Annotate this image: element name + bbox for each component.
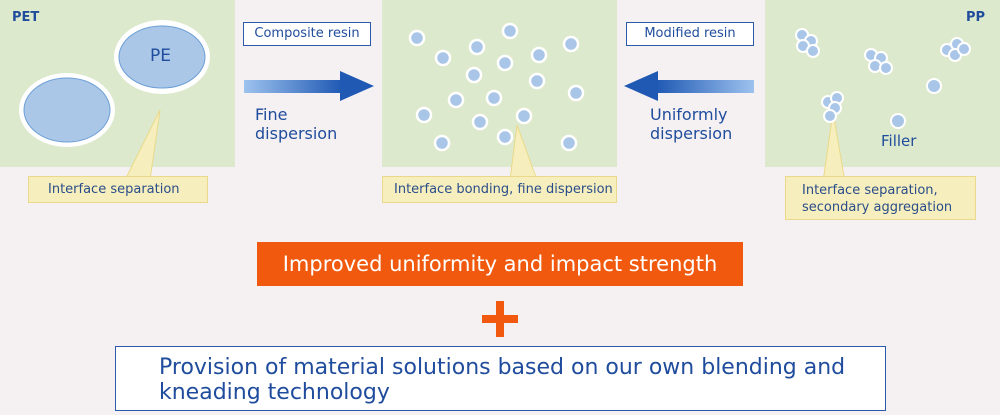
pet-callout-pointer (124, 109, 161, 181)
uniform-dispersion-line2: dispersion (650, 124, 733, 143)
filler-particle (879, 61, 893, 75)
composite-resin-box: Composite resin (243, 22, 371, 46)
particle (468, 38, 486, 56)
particle (515, 107, 533, 125)
filler-particle (868, 59, 882, 73)
blend-callout-pointer (509, 124, 538, 181)
uniform-dispersion-text: Uniformly dispersion (650, 105, 732, 143)
particle (560, 134, 578, 152)
pp-caption-line1: Interface separation, (802, 183, 938, 198)
pp-caption-line2: secondary aggregation (802, 200, 953, 215)
particle (471, 113, 489, 131)
filler-particle (890, 113, 906, 129)
fine-dispersion-text: Fine dispersion (255, 105, 337, 143)
particle (528, 72, 546, 90)
blend-caption-text: Interface bonding, fine dispersion (394, 182, 613, 197)
particle (496, 128, 514, 146)
modified-resin-box: Modified resin (626, 22, 754, 46)
particle (501, 22, 519, 40)
blend-caption: Interface bonding, fine dispersion (382, 176, 617, 203)
particle (530, 46, 548, 64)
filler-particle (823, 109, 837, 123)
pe-bubble-label: PE (150, 46, 171, 66)
fine-dispersion-graphic (408, 22, 585, 181)
particle (433, 134, 451, 152)
particle (485, 89, 503, 107)
pp-panel-tag: PP (966, 10, 986, 25)
plus-icon (482, 301, 518, 337)
particle (408, 29, 426, 47)
filler-particle (957, 42, 971, 56)
pp-callout-pointer (822, 111, 846, 183)
composite-resin-label: Composite resin (254, 26, 360, 41)
filler-aggregation-graphic (795, 28, 971, 183)
filler-particle (926, 78, 942, 94)
pp-panel (765, 0, 1000, 167)
particle (434, 49, 452, 67)
improvement-banner-text: Improved uniformity and impact strength (282, 252, 718, 276)
pet-phase-graphic (19, 20, 210, 181)
pet-panel-tag: PET (12, 10, 40, 25)
fine-dispersion-line2: dispersion (255, 124, 338, 143)
particle (447, 91, 465, 109)
pp-caption: Interface separation, secondary aggregat… (785, 176, 976, 220)
particle (415, 106, 433, 124)
particle (567, 84, 585, 102)
pet-caption-text: Interface separation (48, 182, 180, 197)
particle (562, 35, 580, 53)
pet-caption: Interface separation (28, 176, 208, 203)
particle (465, 66, 483, 84)
solution-box: Provision of material solutions based on… (115, 346, 886, 411)
filler-particle (806, 44, 820, 58)
uniform-dispersion-line1: Uniformly (650, 105, 728, 124)
improvement-banner: Improved uniformity and impact strength (257, 242, 743, 286)
right-arrow-icon (244, 71, 374, 101)
modified-resin-label: Modified resin (644, 26, 736, 41)
left-arrow-icon (624, 71, 754, 101)
solution-line1: Provision of material solutions based on… (159, 355, 846, 380)
filler-label: Filler (881, 132, 917, 150)
particle (496, 54, 514, 72)
solution-line2: kneading technology (159, 380, 390, 405)
fine-dispersion-line1: Fine (255, 105, 288, 124)
